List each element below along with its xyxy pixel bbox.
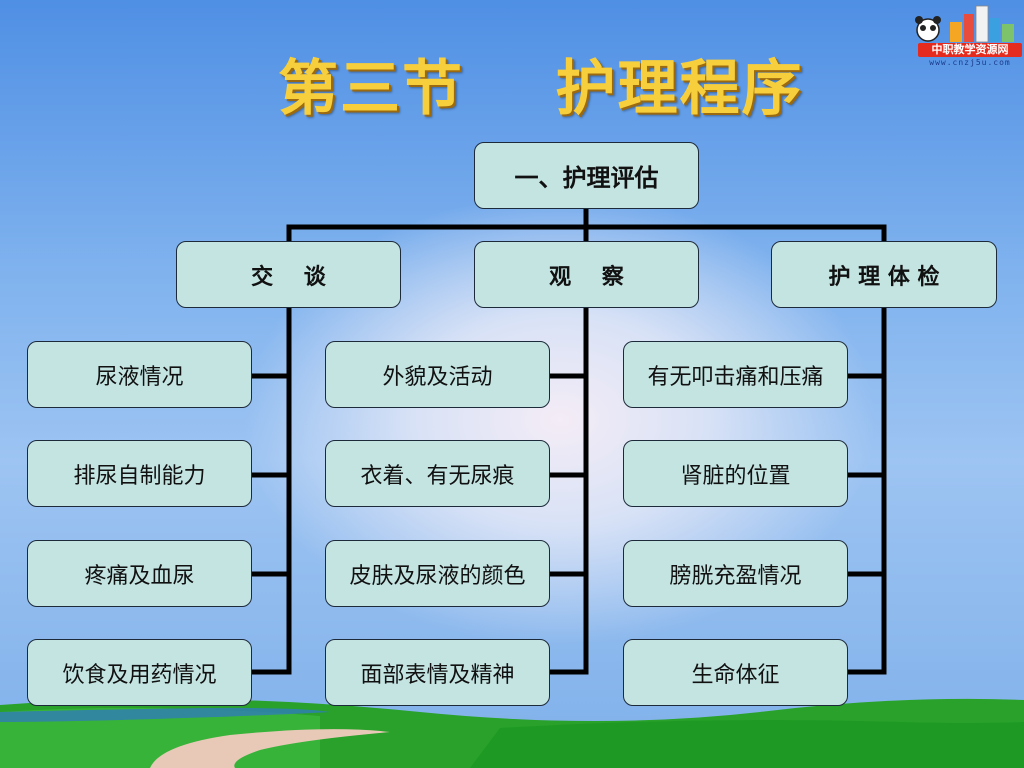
item-node: 面部表情及精神 (325, 639, 550, 706)
item-node: 尿液情况 (27, 341, 252, 408)
item-node: 外貌及活动 (325, 341, 550, 408)
category-physical-exam: 护 理 体 检 (771, 241, 997, 308)
category-interview: 交 谈 (176, 241, 401, 308)
item-node: 膀胱充盈情况 (623, 540, 848, 607)
item-node: 有无叩击痛和压痛 (623, 341, 848, 408)
logo-caption: 中职教学资源网 (918, 43, 1022, 57)
item-node: 肾脏的位置 (623, 440, 848, 507)
root-node: 一、护理评估 (474, 142, 699, 209)
item-node: 饮食及用药情况 (27, 639, 252, 706)
item-node: 疼痛及血尿 (27, 540, 252, 607)
category-observation: 观 察 (474, 241, 699, 308)
item-node: 生命体征 (623, 639, 848, 706)
item-node: 排尿自制能力 (27, 440, 252, 507)
item-node: 衣着、有无尿痕 (325, 440, 550, 507)
site-logo-icon (915, 5, 1014, 43)
item-node: 皮肤及尿液的颜色 (325, 540, 550, 607)
logo-url: www.cnzj5u.com (929, 58, 1011, 67)
